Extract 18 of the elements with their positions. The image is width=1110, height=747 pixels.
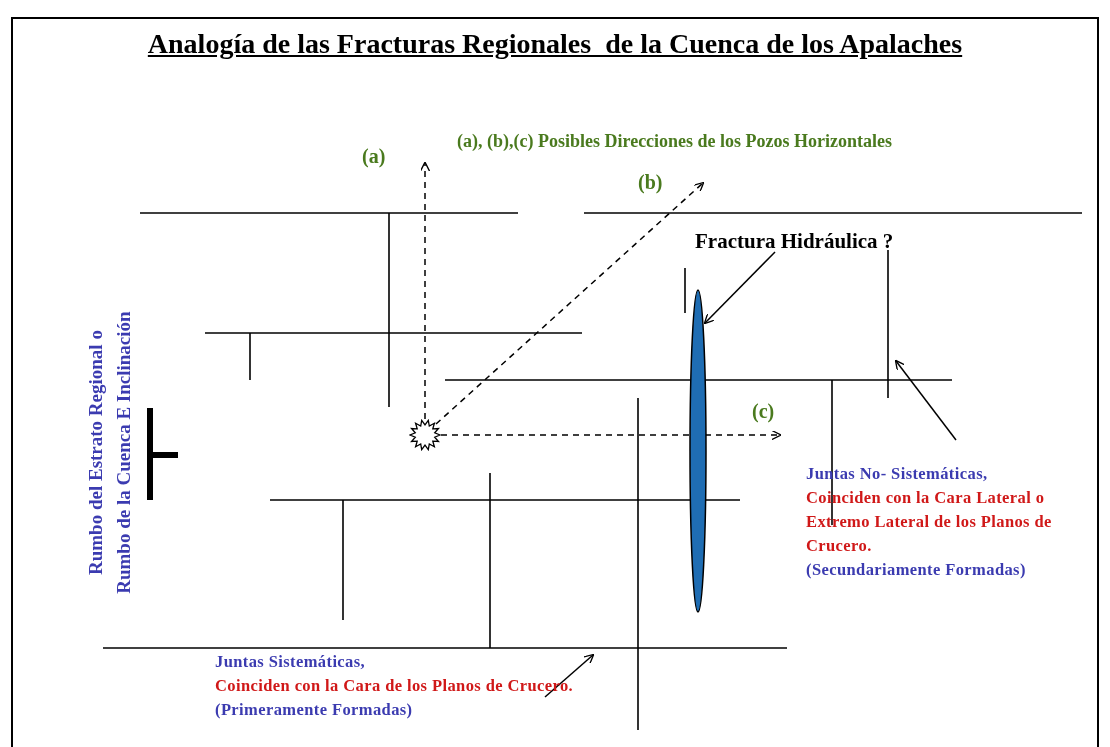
note-subtext: (Primeramente Formadas) [215,698,414,721]
arrow [703,251,776,325]
edge-label: (c) [752,399,775,425]
direction-note: (a), (b),(c) Posibles Direcciones de los Pozos Horizontales [457,130,893,153]
hydraulic-fracture-ellipse [689,289,707,613]
well-symbol [409,419,441,451]
arrow [544,653,595,698]
dashed-arrow [440,429,782,441]
title: Analogía de las Fracturas Regionales de la Cuenca de los Apalaches [146,28,964,60]
edge-label: (a) [362,144,386,170]
note-heading: Juntas Sistemáticas, [215,651,367,673]
strike-dip-label: Rumbo del Estrato Regional o Rumbo de la Cuenca E Inclinación [84,310,135,596]
note-subtext: (Secundariamente Formadas) [806,558,1027,581]
fracture-label: Fractura Hidráulica ? [695,226,955,257]
arrow [894,359,957,441]
dashed-arrow [419,161,431,420]
dashed-arrow [435,181,705,425]
edge-label: (b) [638,170,663,196]
